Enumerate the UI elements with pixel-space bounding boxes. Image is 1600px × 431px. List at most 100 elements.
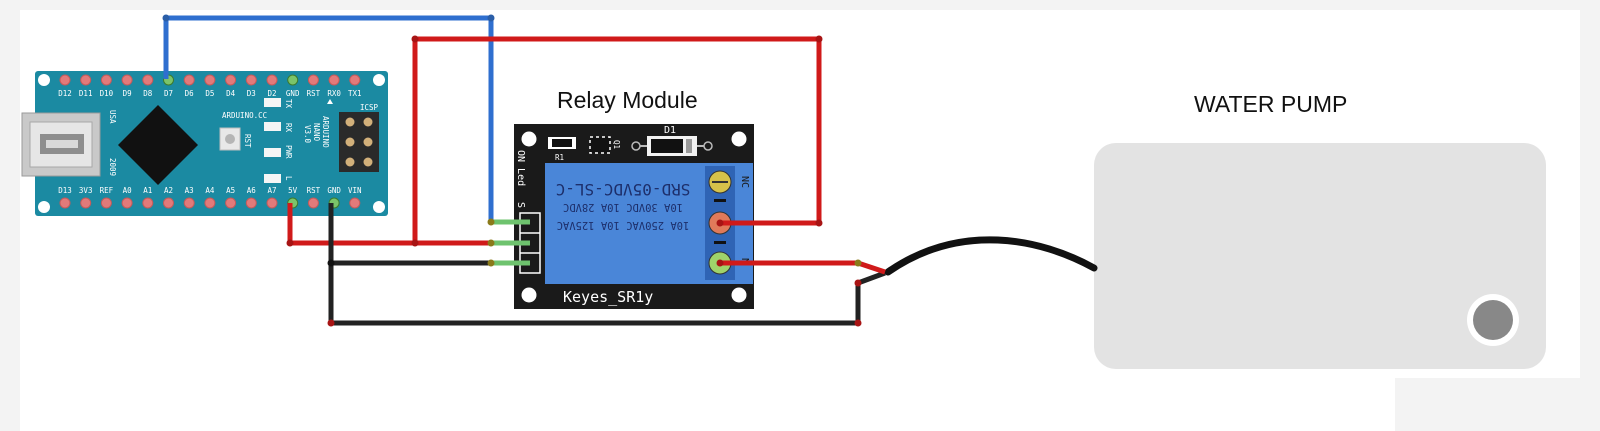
pin-label-tx1: TX1 (348, 89, 362, 98)
pin-rx0-icon (328, 74, 340, 86)
icsp-header (339, 112, 379, 172)
pin-label-3v3: 3V3 (79, 186, 93, 195)
pin-vin-icon (349, 197, 361, 209)
pin-label-d13: D13 (58, 186, 72, 195)
icsp-label: ICSP (360, 103, 379, 112)
pin-label-d12: D12 (58, 89, 72, 98)
pin-label-d11: D11 (79, 89, 93, 98)
wire-junction (716, 259, 724, 267)
wire-junction (815, 35, 823, 43)
relay-brand-label: Keyes_SR1y (563, 288, 653, 306)
relay-rating-line2: 10A 250VAC 10A 125VAC (557, 219, 690, 231)
pin-label-a3: A3 (185, 186, 194, 195)
pin-3v3-icon (80, 197, 92, 209)
pump-body (1094, 143, 1546, 369)
wire-junction (487, 218, 495, 226)
pin-d13-icon (59, 197, 71, 209)
wire-junction (327, 259, 335, 267)
pin-d3-icon (245, 74, 257, 86)
mounting-hole (38, 74, 50, 86)
led-tx-label: TX (284, 99, 293, 109)
d1-label: D1 (664, 125, 676, 136)
pin-ref-icon (100, 197, 112, 209)
pin-d2-icon (266, 74, 278, 86)
pin-label-a5: A5 (226, 186, 235, 195)
usb-connector-icon (21, 112, 101, 177)
usa-label: USA (108, 110, 117, 124)
model-line1: ARDUINO (321, 116, 330, 148)
mounting-hole (373, 74, 385, 86)
wire-junction (411, 239, 419, 247)
pin-a4-icon (204, 197, 216, 209)
microcontroller-chip-icon (118, 103, 198, 185)
pin-d4-icon (225, 74, 237, 86)
nc-label: NC (739, 176, 750, 188)
reset-button-icon (219, 127, 241, 151)
transistor-q1-icon (589, 136, 611, 154)
pin-a1-icon (142, 197, 154, 209)
led-l-label: L (284, 176, 293, 181)
pin-label-vin: VIN (348, 186, 362, 195)
pin-tx1-icon (349, 74, 361, 86)
wire-junction (327, 319, 335, 327)
wire-junction (854, 279, 862, 287)
pin-label-d2: D2 (267, 89, 276, 98)
pin-label-ref: REF (100, 186, 114, 195)
wire-junction (716, 219, 724, 227)
pin-label-a6: A6 (247, 186, 257, 195)
pin-label-a0: A0 (123, 186, 133, 195)
pin-label-d4: D4 (226, 89, 236, 98)
wire-junction (286, 239, 294, 247)
rst-label: RST (243, 134, 252, 148)
mounting-hole (731, 131, 747, 147)
pin-label-rx0: RX0 (327, 89, 341, 98)
pin-rst-icon (307, 74, 319, 86)
canvas-corner-panel (1395, 378, 1580, 431)
mounting-hole (521, 287, 537, 303)
wire-junction (854, 259, 862, 267)
pin-label-a4: A4 (205, 186, 215, 195)
pin-label-d9: D9 (123, 89, 132, 98)
mounting-hole (521, 131, 537, 147)
top-pin-row: D12 D11 D10 D9 D8 D7 D6 D5 D4 D3 D2 GND RST RX0 TX1 (58, 74, 362, 98)
status-leds (264, 98, 281, 183)
wire-junction (487, 239, 495, 247)
pin-label-gnd: GND (327, 186, 341, 195)
pin-rst-icon (307, 197, 319, 209)
wire-junction (411, 35, 419, 43)
brand-label: ARDUINO.CC (222, 111, 267, 120)
q1-label: Q1 (612, 140, 621, 149)
relay-module-title: Relay Module (557, 87, 698, 113)
pin-d11-icon (80, 74, 92, 86)
pin-label-d8: D8 (143, 89, 153, 98)
year-label: 2009 (108, 158, 117, 176)
model-line3: V3.0 (303, 125, 312, 144)
mounting-hole (731, 287, 747, 303)
pin-label-d5: D5 (205, 89, 214, 98)
pin-d12-icon (59, 74, 71, 86)
pin-label-d7: D7 (164, 89, 173, 98)
arduino-nano-board: USA 2009 RST ARDUINO.CC TX RX PWR L ARDU… (21, 71, 388, 216)
pin-a6-icon (245, 197, 257, 209)
pin-a3-icon (183, 197, 195, 209)
pin-gnd-icon (287, 74, 299, 86)
pin-label-d6: D6 (185, 89, 195, 98)
pin-label-d10: D10 (100, 89, 114, 98)
relay-rating-line1: 10A 30VDC 10A 28VDC (563, 201, 683, 213)
wire-junction (487, 14, 495, 22)
icsp-arrow-icon (327, 99, 333, 104)
wire-junction (815, 219, 823, 227)
pin-label-gnd: GND (286, 89, 300, 98)
pin-a5-icon (225, 197, 237, 209)
relay-model-label: SRD-05VDC-SL-C (556, 180, 691, 199)
pin-label-rst: RST (307, 89, 321, 98)
model-line2: NANO (312, 123, 321, 142)
relay-coil-block (545, 163, 701, 284)
pin-d5-icon (204, 74, 216, 86)
pin-label-d3: D3 (247, 89, 256, 98)
pin-label-5v: 5V (288, 186, 298, 195)
pin-label-a1: A1 (143, 186, 152, 195)
pin-label-a7: A7 (267, 186, 276, 195)
led-pwr-label: PWR (284, 145, 293, 159)
pin-d10-icon (100, 74, 112, 86)
